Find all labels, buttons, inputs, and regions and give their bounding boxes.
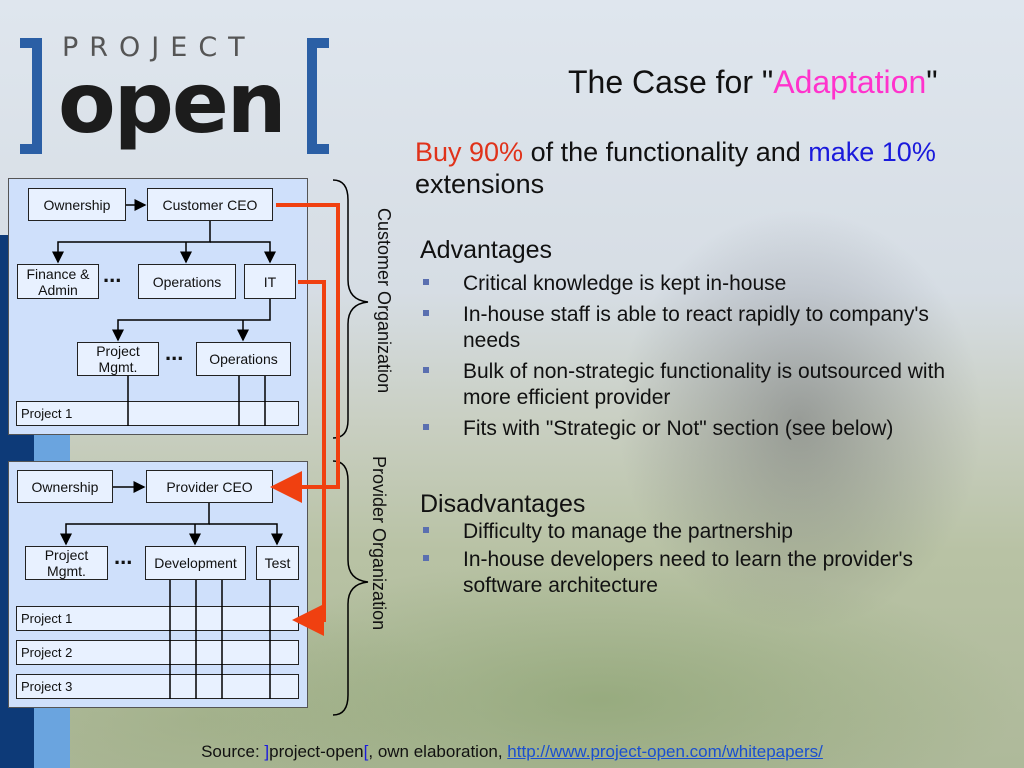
finance-admin-box: Finance & Admin [17, 264, 99, 299]
bullet-icon [423, 367, 429, 373]
provider-org-label: Provider Organization [369, 456, 389, 631]
bullet-text: Difficulty to manage the partnership [463, 520, 793, 543]
lead-end: extensions [415, 169, 545, 199]
provider-project1-row: Project 1 [16, 606, 299, 631]
lead-middle: of the functionality and [523, 137, 809, 167]
source-middle: , own elaboration, [368, 742, 508, 761]
provider-ceo-box: Provider CEO [146, 470, 273, 503]
provider-ownership-box: Ownership [17, 470, 113, 503]
list-item: Difficulty to manage the partnership [420, 519, 980, 545]
title-suffix: " [926, 64, 938, 100]
provider-project-mgmt-box: Project Mgmt. [25, 546, 108, 580]
provider-project3-row: Project 3 [16, 674, 299, 699]
development-box: Development [145, 546, 246, 580]
bullet-icon [423, 527, 429, 533]
bullet-icon [423, 310, 429, 316]
brand-bracket-right: [ [363, 742, 369, 761]
bullet-text: Fits with "Strategic or Not" section (se… [463, 417, 894, 440]
title-prefix: The Case for " [568, 64, 774, 100]
ellipsis: ... [103, 262, 122, 287]
lead-buy: Buy 90% [415, 137, 524, 167]
bullet-icon [423, 555, 429, 561]
customer-org-label: Customer Organization [374, 208, 394, 394]
slide-title: The Case for "Adaptation" [568, 64, 938, 101]
customer-operations-box: Operations [138, 264, 236, 299]
logo-open-text: open [58, 54, 287, 152]
bullet-text: In-house developers need to learn the pr… [463, 548, 913, 597]
list-item: Critical knowledge is kept in-house [420, 271, 980, 297]
logo-right-bracket [307, 38, 329, 154]
lead-statement: Buy 90% of the functionality and make 10… [415, 136, 1015, 200]
logo-left-bracket [20, 38, 42, 154]
it-box: IT [244, 264, 296, 299]
source-prefix: Source: [201, 742, 265, 761]
whitepapers-link[interactable]: http://www.project-open.com/whitepapers/ [507, 742, 823, 761]
customer-ownership-box: Ownership [28, 188, 126, 221]
ellipsis: ... [114, 544, 133, 569]
customer-project-mgmt-box: Project Mgmt. [77, 342, 159, 376]
ellipsis: ... [165, 340, 184, 365]
disadvantages-heading: Disadvantages [420, 490, 586, 518]
brand-bracket-left: ] [264, 742, 270, 761]
list-item: Fits with "Strategic or Not" section (se… [420, 416, 980, 442]
bullet-text: Critical knowledge is kept in-house [463, 272, 787, 295]
bullet-text: Bulk of non-strategic functionality is o… [463, 360, 946, 409]
project-open-logo: PROJECT open [20, 30, 330, 154]
lead-make: make 10% [808, 137, 936, 167]
disadvantages-list: Difficulty to manage the partnership In-… [420, 519, 980, 604]
customer-project1-row: Project 1 [16, 401, 299, 426]
bullet-text: In-house staff is able to react rapidly … [463, 303, 929, 352]
list-item: In-house staff is able to react rapidly … [420, 302, 980, 354]
test-box: Test [256, 546, 299, 580]
customer-ceo-box: Customer CEO [147, 188, 273, 221]
advantages-heading: Advantages [420, 236, 553, 264]
provider-project2-row: Project 2 [16, 640, 299, 665]
brand-name: project-open [269, 742, 364, 761]
title-highlight: Adaptation [773, 64, 927, 100]
list-item: Bulk of non-strategic functionality is o… [420, 359, 980, 411]
logo-project-text: PROJECT [62, 32, 256, 63]
source-footer: Source: ]project-open[, own elaboration,… [0, 742, 1024, 762]
bullet-icon [423, 279, 429, 285]
list-item: In-house developers need to learn the pr… [420, 547, 980, 599]
advantages-list: Critical knowledge is kept in-house In-h… [420, 271, 980, 447]
bullet-icon [423, 424, 429, 430]
customer-operations2-box: Operations [196, 342, 291, 376]
